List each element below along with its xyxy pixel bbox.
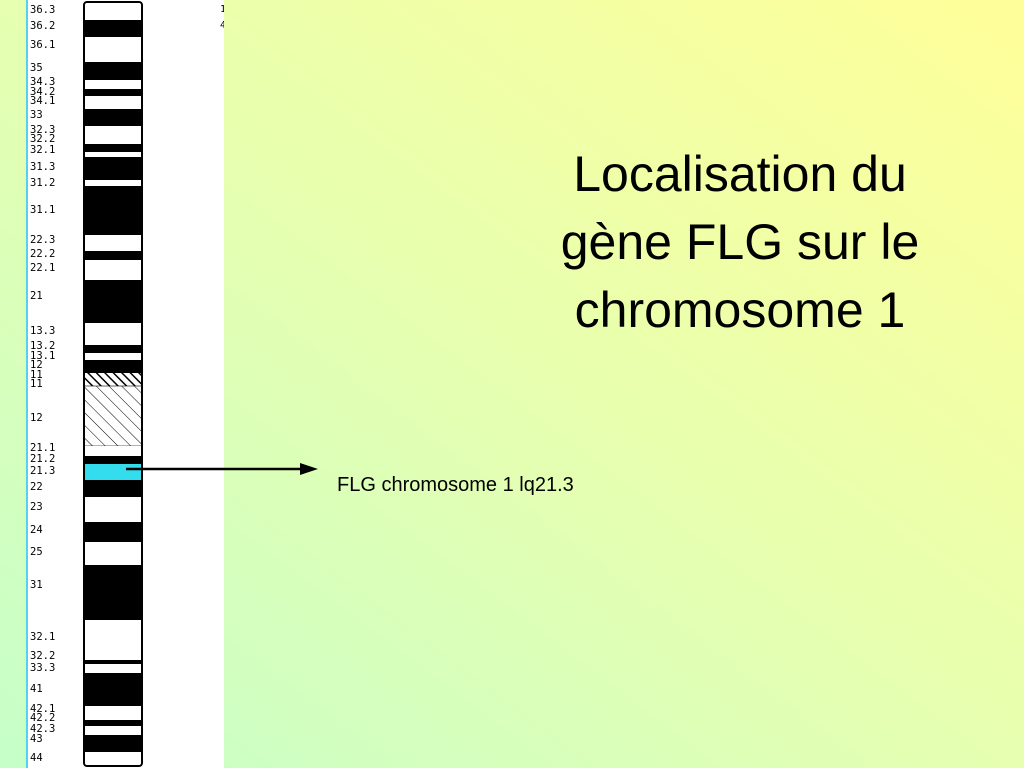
band-white: [84, 126, 142, 144]
band-white: [84, 96, 142, 109]
arrow-head-icon: [300, 463, 318, 475]
band-label: 11: [30, 378, 43, 390]
band-label: 12: [30, 412, 43, 424]
band-label: 21.3: [30, 465, 55, 477]
band-label: 25: [30, 546, 43, 558]
band-white: [84, 180, 142, 186]
band-white: [84, 752, 142, 766]
band-white: [84, 37, 142, 62]
band-black: [84, 251, 142, 260]
band-black: [84, 720, 142, 726]
chromosome-outline: [83, 1, 143, 767]
band-white: [84, 80, 142, 89]
band-label: 36.3: [30, 4, 55, 16]
band-black: [84, 660, 142, 664]
band-label: 31.3: [30, 161, 55, 173]
band-label: 42.2: [30, 712, 55, 724]
band-white: [84, 542, 142, 565]
band-label: 43: [30, 733, 43, 745]
band-label: 12: [30, 359, 43, 371]
band-black: [84, 345, 142, 353]
band-label: 36.2: [30, 20, 55, 32]
band-white: [84, 706, 142, 720]
band-label: 36.1: [30, 39, 55, 51]
band-black: [84, 89, 142, 96]
band-label: 32.2: [30, 133, 55, 145]
band-white: [84, 260, 142, 280]
band-label: 34.1: [30, 95, 55, 107]
band-black: [84, 280, 142, 323]
band-label: 41: [30, 683, 43, 695]
band-white: [84, 620, 142, 660]
band-label: 35: [30, 62, 43, 74]
band-white: [84, 235, 142, 251]
band-label: 33.3: [30, 662, 55, 674]
corner-mark-second: 4: [220, 20, 224, 31]
band-label: 42.3: [30, 723, 55, 735]
corner-mark-top: 1: [220, 4, 224, 15]
band-black: [84, 456, 142, 464]
band-black: [84, 157, 142, 180]
band-label: 22.3: [30, 234, 55, 246]
band-black: [84, 62, 142, 80]
band-white: [84, 497, 142, 522]
band-label: 44: [30, 752, 43, 764]
band-black: [84, 144, 142, 152]
band-label: 21.2: [30, 453, 55, 465]
band-label: 22: [30, 481, 43, 493]
band-white: [84, 726, 142, 735]
band-rect-group: [83, 2, 143, 766]
band-white: [84, 152, 142, 157]
band-label-group: 36.336.236.13534.334.234.13332.332.232.1…: [30, 4, 55, 764]
chromosome-1-ideogram: 36.336.236.13534.334.234.13332.332.232.1…: [30, 1, 224, 767]
band-label: 31.2: [30, 177, 55, 189]
title-line-3: chromosome 1: [574, 282, 906, 338]
band-label: 31.1: [30, 204, 55, 216]
band-label: 13.2: [30, 340, 55, 352]
band-white: [84, 664, 142, 673]
band-label: 13.3: [30, 325, 55, 337]
band-black: [84, 20, 142, 37]
title-line-1: Localisation du: [573, 146, 907, 202]
band-label: 33: [30, 109, 43, 121]
band-label: 22.1: [30, 262, 55, 274]
band-highlight: [84, 464, 142, 480]
band-label: 11: [30, 369, 43, 381]
band-black: [84, 360, 142, 373]
band-black: [84, 735, 142, 752]
band-label: 24: [30, 524, 43, 536]
band-label: 32.1: [30, 631, 55, 643]
band-label: 21: [30, 290, 43, 302]
band-black: [84, 480, 142, 497]
band-black: [84, 673, 142, 706]
band-white: [84, 323, 142, 345]
band-label: 22.2: [30, 248, 55, 260]
band-label: 42.1: [30, 703, 55, 715]
band-label: 13.1: [30, 350, 55, 362]
band-heterochromatin: [83, 385, 143, 447]
band-label: 21.1: [30, 442, 55, 454]
band-label: 31: [30, 579, 43, 591]
band-centromere: [84, 373, 142, 380]
title-line-2: gène FLG sur le: [560, 214, 920, 270]
gene-location-label: FLG chromosome 1 lq21.3: [337, 474, 574, 496]
band-black: [84, 522, 142, 542]
band-label: 23: [30, 501, 43, 513]
band-white: [84, 446, 142, 456]
band-black: [84, 565, 142, 620]
band-label: 34.3: [30, 76, 55, 88]
band-label: 32.2: [30, 650, 55, 662]
slide-title: Localisation du gène FLG sur le chromoso…: [500, 140, 980, 344]
band-white: [84, 353, 142, 360]
band-centromere: [84, 380, 142, 386]
band-black: [84, 186, 142, 235]
band-label: 32.1: [30, 144, 55, 156]
band-label: 34.2: [30, 86, 55, 98]
band-black: [84, 109, 142, 126]
band-white: [84, 2, 142, 20]
band-label: 32.3: [30, 124, 55, 136]
